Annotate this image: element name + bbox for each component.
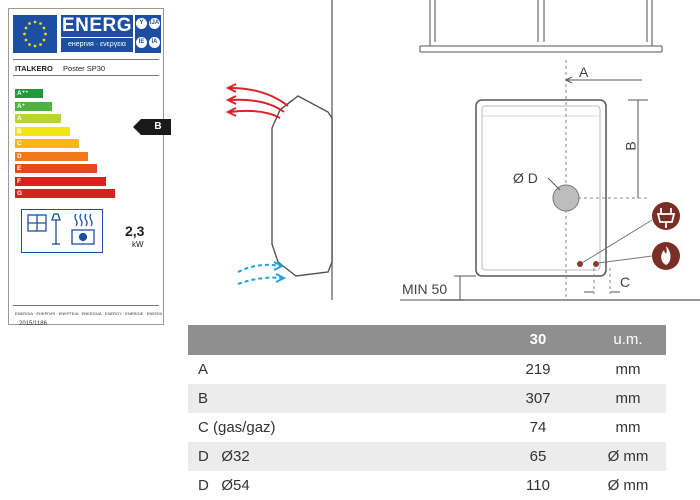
table-row: A 219 mm bbox=[188, 355, 666, 384]
row-value: 65 bbox=[529, 448, 547, 465]
row-unit: mm bbox=[615, 390, 641, 407]
lang-ija: IJA bbox=[149, 18, 160, 29]
row-value: 307 bbox=[525, 390, 551, 407]
heater-front bbox=[475, 99, 607, 277]
energy-rating-badge: B bbox=[133, 119, 171, 135]
row-value: 110 bbox=[526, 477, 550, 494]
energy-label: ENERG енергия · ενεργεια Y IJA IE IA ITA… bbox=[8, 8, 171, 327]
energy-class-bar: G bbox=[15, 189, 120, 198]
energy-class-bar: E bbox=[15, 164, 102, 173]
heater-icon bbox=[71, 213, 95, 245]
row-unit: Ø mm bbox=[607, 448, 649, 465]
front-view-diagram bbox=[400, 0, 700, 301]
room-heater-pictogram bbox=[21, 209, 103, 253]
dimension-a-label: A bbox=[579, 64, 589, 80]
cold-air-arrows-icon bbox=[237, 261, 287, 285]
dimension-d-label: Ø D bbox=[513, 170, 538, 186]
table-row: C (gas/gaz) 74 mm bbox=[188, 413, 666, 442]
energy-subtitle: енергия · ενεργεια bbox=[61, 38, 133, 52]
energy-class-bar: F bbox=[15, 176, 111, 186]
lang-ia: IA bbox=[149, 37, 160, 48]
row-unit: mm bbox=[615, 361, 641, 378]
model-name: Poster SP30 bbox=[63, 64, 106, 73]
hot-air-arrows-icon bbox=[225, 83, 289, 119]
window-frame bbox=[419, 0, 663, 53]
electric-connection-point bbox=[593, 261, 599, 267]
energy-class-bar: D bbox=[15, 151, 93, 161]
label-divider bbox=[13, 75, 159, 76]
lang-y: Y bbox=[136, 18, 147, 29]
power-value: 2,3 bbox=[125, 223, 145, 239]
energy-label-footer: ENERGIA · ЕНЕРГИЯ · ΕΝΕΡΓΕΙΑ · ENERGIJA … bbox=[15, 311, 163, 316]
energy-class-bar: B bbox=[15, 126, 75, 136]
language-grid: Y IJA IE IA bbox=[135, 15, 161, 53]
table-row: B 307 mm bbox=[188, 384, 666, 413]
row-unit: Ø mm bbox=[607, 477, 649, 494]
unit-column-header: u.m. bbox=[613, 331, 643, 348]
eu-flag-icon bbox=[13, 15, 57, 53]
plug-icon bbox=[652, 202, 680, 230]
side-view-diagram bbox=[225, 0, 333, 300]
power-unit: kW bbox=[132, 240, 144, 249]
row-label: B bbox=[198, 390, 209, 407]
row-value: 219 bbox=[525, 361, 551, 378]
dimension-b-label: B bbox=[622, 141, 639, 151]
table-row: D Ø32 65 Ø mm bbox=[188, 442, 666, 471]
row-value: 74 bbox=[529, 419, 547, 436]
supplier-name: ITALKERO bbox=[15, 64, 53, 73]
min-clearance-label: MIN 50 bbox=[402, 281, 448, 297]
dimension-c-label: C bbox=[620, 274, 631, 290]
energy-class-bar: A bbox=[15, 114, 66, 123]
window-icon bbox=[27, 214, 47, 232]
table-row: D Ø54 110 Ø mm bbox=[188, 471, 666, 500]
model-column-header: 30 bbox=[529, 331, 547, 348]
row-label: C (gas/gaz) bbox=[198, 419, 276, 436]
label-divider bbox=[13, 305, 159, 306]
energy-title: ENERG bbox=[61, 15, 133, 37]
heater-side-profile bbox=[271, 95, 333, 277]
lang-ie: IE bbox=[136, 37, 147, 48]
energy-class-bar: C bbox=[15, 139, 84, 148]
dimensions-table: 30 u.m. A 219 mm B 307 mm C (gas/gaz) 74… bbox=[188, 325, 666, 500]
table-header-row: 30 u.m. bbox=[188, 325, 666, 355]
lamp-icon bbox=[51, 213, 61, 245]
row-label: A bbox=[198, 361, 209, 378]
row-unit: mm bbox=[615, 419, 641, 436]
flue-outlet-circle bbox=[552, 184, 580, 212]
row-label: D Ø32 bbox=[198, 448, 250, 465]
energy-class-bar: A⁺ bbox=[15, 101, 57, 111]
row-label: D Ø54 bbox=[198, 477, 250, 494]
gas-connection-point bbox=[577, 261, 583, 267]
regulation-number: 2015/1186 bbox=[19, 321, 47, 327]
energy-label-header: ENERG енергия · ενεργεια Y IJA IE IA bbox=[13, 15, 161, 55]
energy-class-bar: A⁺⁺ bbox=[15, 89, 48, 98]
label-divider bbox=[13, 59, 159, 60]
